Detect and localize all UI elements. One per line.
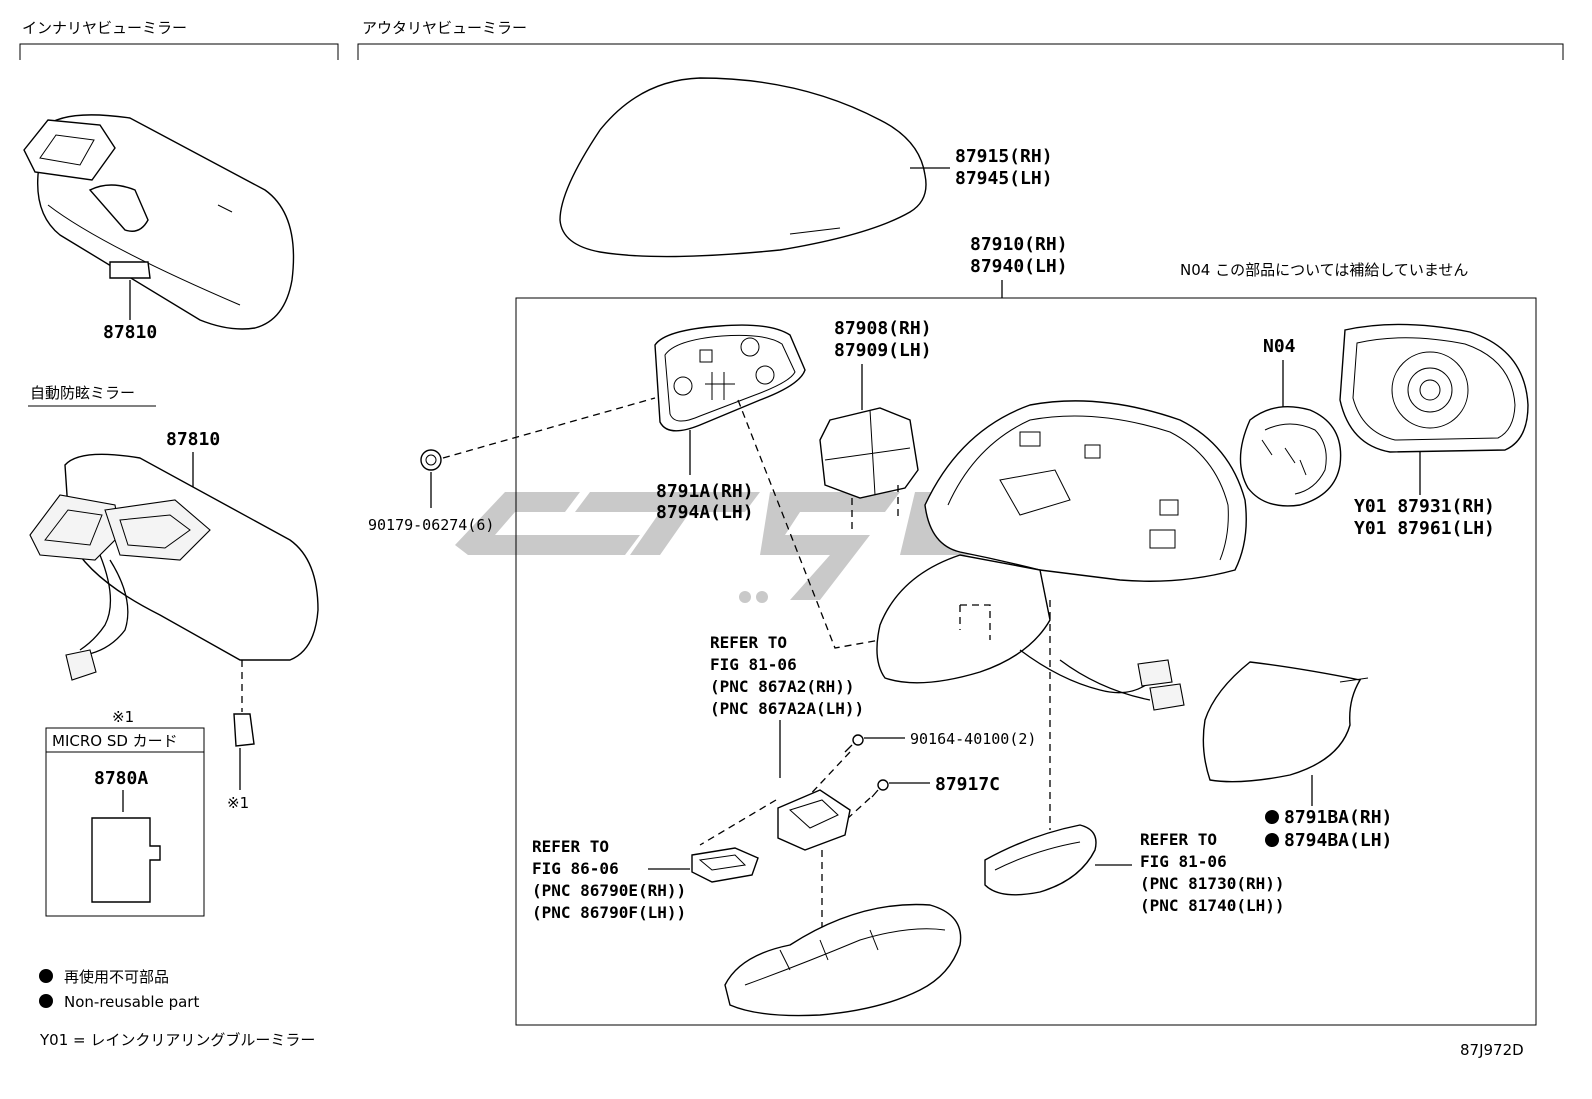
y01-note: Y01 = レインクリアリングブルーミラー (39, 1031, 315, 1049)
part-label-90179: 90179-06274(6) (368, 516, 494, 534)
part-label-87909: 87909(LH) (834, 340, 932, 361)
part-label-Y01-87931: Y01 87931(RH) (1354, 496, 1495, 517)
ref3-line2: FIG 81-06 (1140, 852, 1227, 871)
mirror-glass-drawing (1339, 323, 1529, 453)
legend-en: Non-reusable part (64, 993, 199, 1011)
part-label-8794A: 8794A(LH) (656, 502, 754, 523)
non-reusable-bullet-icon (39, 994, 53, 1008)
under-cover-drawing (1202, 661, 1369, 783)
ref1-line2: FIG 81-06 (710, 655, 797, 674)
leader-dash-lamp (699, 799, 777, 846)
ref2-line3: (PNC 86790E(RH)) (532, 881, 686, 900)
courtesy-lamp-drawing (691, 847, 759, 883)
sd-card-box: MICRO SD カード 8780A (45, 727, 205, 917)
outer-mirror-assembly-box (515, 297, 1537, 1026)
sd-card-slot-small (233, 713, 255, 747)
section-title-inner-mirror: インナリヤビューミラー (22, 19, 187, 37)
leader-dash-screw1 (804, 751, 851, 801)
section-title-outer-mirror: アウタリヤビューミラー (362, 19, 527, 37)
diagram-code: 87J972D (1460, 1041, 1524, 1059)
leader-dash-motor (851, 485, 899, 530)
part-label-8791BA: 8791BA(RH) (1284, 807, 1392, 828)
non-reusable-bullet-icon (1265, 810, 1279, 824)
ref2-line4: (PNC 86790F(LH)) (532, 903, 686, 922)
part-label-87810-auto: 87810 (166, 429, 220, 450)
screw-90164-drawing (844, 734, 864, 753)
ref2-line1: REFER TO (532, 837, 609, 856)
leader-dash-base (737, 399, 881, 649)
mirror-housing-drawing (876, 400, 1247, 711)
inner-mirror-drawing (23, 114, 295, 330)
mirror-cover-drawing (559, 77, 927, 258)
ref1-line3: (PNC 867A2(RH)) (710, 677, 855, 696)
ref-note-1: REFER TO FIG 81-06 (PNC 867A2(RH)) (PNC … (710, 633, 864, 718)
section-outer-mirror: アウタリヤビューミラー (357, 19, 1564, 60)
part-label-8780A: 8780A (94, 768, 148, 789)
part-label-87940: 87940(LH) (970, 256, 1068, 277)
part-label-8791A: 8791A(RH) (656, 481, 754, 502)
note-mark-slot: ※1 (227, 794, 249, 812)
section-inner-mirror: インナリヤビューミラー (19, 19, 339, 60)
ref3-line3: (PNC 81730(RH)) (1140, 874, 1285, 893)
non-reusable-bullet-icon (39, 969, 53, 983)
mirror-motor-drawing (819, 407, 919, 499)
part-label-87908: 87908(RH) (834, 318, 932, 339)
auto-dimming-mirror-drawing (29, 453, 319, 681)
part-label-Y01-87961: Y01 87961(LH) (1354, 518, 1495, 539)
part-label-87917C: 87917C (935, 774, 1000, 795)
note-mark-sd: ※1 (112, 708, 134, 726)
screw-87917C-drawing (871, 779, 889, 798)
non-reusable-bullet-icon (1265, 833, 1279, 847)
ref-note-2: REFER TO FIG 86-06 (PNC 86790E(RH)) (PNC… (532, 837, 686, 922)
leader-dash-clip (442, 397, 656, 459)
side-turn-lamp-drawing (777, 789, 851, 851)
part-label-87945: 87945(LH) (955, 168, 1053, 189)
clip-drawing (420, 449, 442, 471)
ref2-line2: FIG 86-06 (532, 859, 619, 878)
sd-card-title: MICRO SD カード (52, 732, 178, 750)
ref-note-3: REFER TO FIG 81-06 (PNC 81730(RH)) (PNC … (1140, 830, 1285, 915)
part-label-87915: 87915(RH) (955, 146, 1053, 167)
ref1-line1: REFER TO (710, 633, 787, 652)
ref3-line1: REFER TO (1140, 830, 1217, 849)
lower-trim-drawing (984, 824, 1097, 896)
legend-jp: 再使用不可部品 (64, 968, 169, 986)
micro-sd-card-icon (91, 817, 161, 903)
part-label-8794BA: 8794BA(LH) (1284, 830, 1392, 851)
lower-cover-drawing (724, 903, 962, 1017)
ref1-line4: (PNC 867A2A(LH)) (710, 699, 864, 718)
legend: 再使用不可部品 Non-reusable part (39, 968, 199, 1011)
n04-note: N04 この部品については補給していません (1180, 261, 1468, 279)
mirror-base-plate-drawing (654, 324, 806, 432)
part-label-N04: N04 (1263, 336, 1296, 357)
part-label-90164: 90164-40100(2) (910, 730, 1036, 748)
part-label-87910: 87910(RH) (970, 234, 1068, 255)
actuator-drawing (1239, 405, 1342, 507)
section-title-auto-dimming: 自動防眩ミラー (30, 384, 135, 402)
part-label-87810-inner: 87810 (103, 322, 157, 343)
ref3-line4: (PNC 81740(LH)) (1140, 896, 1285, 915)
